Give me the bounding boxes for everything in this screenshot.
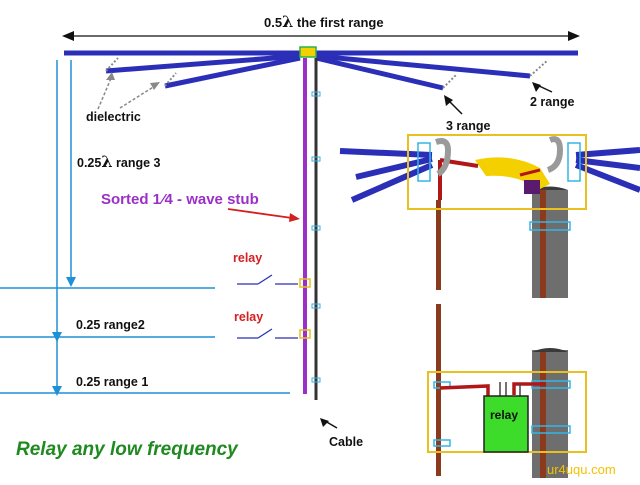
relay-box: [483, 395, 529, 453]
dielectric-insulators: [105, 57, 549, 89]
vertical-dimension-lines: [0, 60, 290, 394]
top-range-label: 0.5λ the first range: [264, 12, 384, 31]
two-range-label: 2 range: [530, 95, 575, 109]
dielectric-arrowhead-2: [150, 82, 160, 90]
dielectric-arrowhead-1: [106, 72, 115, 80]
stub-label: Sorted 1⁄4 - wave stub: [101, 191, 259, 208]
stub-pointer-arrow: [227, 208, 293, 219]
footer-title: Relay any low frequency: [16, 439, 239, 460]
feed-detail: [339, 134, 640, 478]
three-range-arrow: [447, 99, 463, 115]
relay-upper-contact: [299, 278, 311, 288]
relay-detail: relay: [427, 371, 587, 453]
range1-label: 0.25 range 1: [76, 375, 148, 389]
relay-upper-label: relay: [233, 251, 262, 265]
range3-arrowhead: [66, 277, 76, 287]
dielectric-arrows: [97, 75, 159, 110]
range3-label: 0.25λ range 3: [77, 152, 161, 171]
stub-pointer-arrowhead: [289, 213, 300, 222]
feed-point: [299, 46, 317, 58]
antenna-elements-left: [64, 50, 578, 91]
cable-arrowhead: [320, 418, 329, 427]
relay-upper-switch: [237, 274, 298, 285]
relay-lower-contact: [299, 329, 311, 339]
top-dimension-arrow: [62, 31, 580, 41]
three-range-arrowhead: [444, 95, 453, 106]
range1-arrowhead: [52, 386, 62, 396]
watermark: ur4uqu.com: [547, 462, 616, 477]
relay-lower-label: relay: [234, 310, 263, 324]
range2-label: 0.25 range2: [76, 318, 145, 332]
cable-label: Cable: [329, 435, 363, 449]
two-range-arrowhead: [532, 82, 541, 92]
range2-arrowhead: [52, 332, 62, 342]
relay-box-label: relay: [490, 408, 518, 422]
stub-spacers: [311, 91, 321, 383]
three-range-label: 3 range: [446, 119, 491, 133]
relay-lower-switch: [237, 328, 298, 339]
dielectric-label: dielectric: [86, 110, 141, 124]
